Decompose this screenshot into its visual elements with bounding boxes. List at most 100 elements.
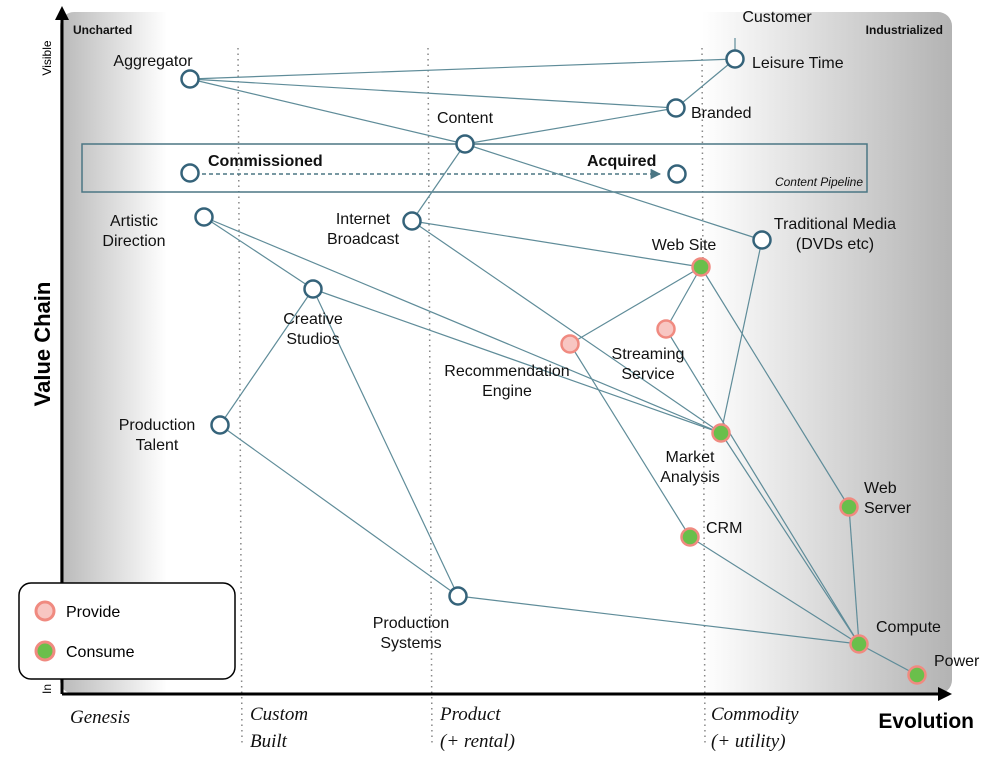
- y-axis-bottom-label: In: [40, 684, 54, 694]
- legend: Provide Consume: [18, 582, 236, 680]
- stage-label-line: (+ rental): [440, 731, 515, 752]
- node-power: [907, 665, 927, 685]
- label-line: Market: [666, 449, 715, 466]
- node-branded: [666, 98, 686, 118]
- link-leisure-aggregator: [189, 58, 736, 80]
- x-axis-label: Evolution: [878, 710, 974, 733]
- link-creative-market: [312, 288, 722, 434]
- node-commissioned: [180, 163, 200, 183]
- label-line: Internet: [336, 211, 391, 228]
- content-pipeline: Commissioned Acquired Content Pipeline: [81, 143, 868, 193]
- stage-label-product: Product(+ rental): [439, 704, 515, 752]
- link-systems-compute: [457, 595, 860, 645]
- legend-provide-swatch: [34, 600, 56, 622]
- legend-consume-label: Consume: [66, 644, 135, 661]
- label-branded: Branded: [691, 105, 752, 122]
- label-crm: CRM: [706, 520, 742, 537]
- pipeline-label: Content Pipeline: [775, 175, 863, 189]
- label-line: Power: [934, 653, 980, 670]
- label-line: Creative: [283, 311, 343, 328]
- node-internet: [402, 211, 422, 231]
- component-branded: Branded: [666, 98, 752, 122]
- pipeline-start-label: Commissioned: [208, 153, 323, 170]
- link-compute-power: [858, 643, 918, 676]
- label-line: Customer: [742, 9, 812, 26]
- stage-label-line: (+ utility): [711, 731, 786, 752]
- label-line: Server: [864, 500, 912, 517]
- link-aggregator-branded: [189, 78, 677, 109]
- component-power: Power: [907, 653, 980, 685]
- node-creative: [303, 279, 323, 299]
- node-systems: [448, 586, 468, 606]
- stage-dividers: [237, 47, 706, 747]
- node-acquired: [667, 164, 687, 184]
- label-line: Systems: [380, 635, 441, 652]
- stage-label-line: Genesis: [70, 707, 130, 728]
- component-customer: Customer: [742, 9, 812, 26]
- link-artistic-market: [203, 216, 722, 434]
- link-crm-compute: [689, 536, 860, 645]
- y-axis-arrow: [55, 6, 69, 20]
- label-line: Analysis: [660, 469, 720, 486]
- link-talent-systems: [219, 424, 459, 597]
- node-streaming: [656, 319, 676, 339]
- link-market-compute: [720, 432, 860, 645]
- component-commissioned: [180, 163, 200, 183]
- label-line: Streaming: [612, 346, 685, 363]
- label-leisure: Leisure Time: [752, 55, 844, 72]
- axes: [55, 6, 952, 701]
- corner-label-uncharted: Uncharted: [73, 23, 132, 37]
- stage-label-commodity: Commodity(+ utility): [711, 704, 799, 752]
- node-content: [455, 134, 475, 154]
- legend-provide-label: Provide: [66, 604, 120, 621]
- label-line: Broadcast: [327, 231, 400, 248]
- label-line: Service: [621, 366, 674, 383]
- node-leisure: [725, 49, 745, 69]
- label-line: Web: [864, 480, 897, 497]
- label-line: (DVDs etc): [796, 236, 874, 253]
- node-aggregator: [180, 69, 200, 89]
- component-leisure: Leisure Time: [725, 49, 844, 72]
- link-content-internet: [411, 143, 466, 222]
- link-recommendation-crm: [569, 343, 691, 538]
- link-aggregator-content: [189, 78, 466, 145]
- legend-box: [18, 582, 236, 680]
- label-website: Web Site: [652, 237, 717, 254]
- label-power: Power: [934, 653, 980, 670]
- link-creative-talent: [219, 288, 314, 426]
- component-compute: Compute: [849, 619, 941, 654]
- component-acquired: [667, 164, 687, 184]
- pipeline-end-label: Acquired: [587, 153, 656, 170]
- link-internet-website: [411, 220, 702, 268]
- label-line: Leisure Time: [752, 55, 844, 72]
- link-webserver-compute: [848, 506, 860, 645]
- node-traditional: [752, 230, 772, 250]
- x-axis-arrow: [938, 687, 952, 701]
- node-webserver: [839, 497, 859, 517]
- stage-label-line: Built: [250, 731, 288, 752]
- label-aggregator: Aggregator: [113, 53, 193, 70]
- label-line: Artistic: [110, 213, 158, 230]
- divider-product: [427, 47, 433, 747]
- y-axis-label: Value Chain: [30, 282, 55, 407]
- label-line: Content: [437, 110, 494, 127]
- link-branded-content: [464, 107, 677, 145]
- label-content: Content: [437, 110, 494, 127]
- component-crm: CRM: [680, 520, 742, 547]
- stage-label-line: Custom: [250, 704, 308, 725]
